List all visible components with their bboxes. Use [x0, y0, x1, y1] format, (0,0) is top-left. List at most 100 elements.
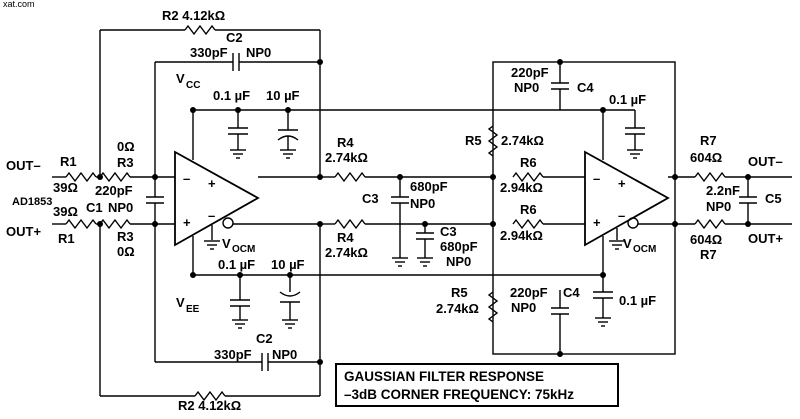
r4-c3-network [320, 171, 495, 267]
label-r4-top-val: 2.74kΩ [325, 150, 368, 165]
label-r5-top-val: 2.74kΩ [501, 133, 544, 148]
label-c5-val: 2.2nF [706, 183, 740, 198]
label-amp1-plus-a: + [208, 176, 216, 191]
label-part: AD1853 [12, 196, 52, 208]
label-r7-bot-val: 604Ω [690, 232, 722, 247]
amplifier-2 [584, 107, 695, 327]
label-c1-name: C1 [86, 200, 103, 215]
vcc-rail [190, 107, 595, 159]
caption-line1: GAUSSIAN FILTER RESPONSE [344, 369, 544, 384]
r6-top-resistor [512, 171, 544, 183]
label-c2-top-type: NP0 [246, 45, 271, 60]
label-out-minus-left: OUT– [6, 158, 41, 173]
label-r1-top-val: 39Ω [53, 180, 78, 195]
label-r5-bot-val: 2.74kΩ [436, 301, 479, 316]
label-r3-bot-val: 0Ω [117, 244, 135, 259]
label-out-plus-right: OUT+ [748, 231, 783, 246]
label-c4-top-val: 220pF [511, 65, 549, 80]
r3-top-resistor [99, 171, 131, 183]
label-r3-top-val: 0Ω [117, 139, 135, 154]
label-r3-top: R3 [117, 155, 134, 170]
label-c2-top-name: C2 [226, 30, 243, 45]
label-vee-v: V [176, 295, 185, 310]
caption-box [335, 363, 619, 407]
watermark: xat.com [3, 0, 35, 9]
label-r7-top-val: 604Ω [690, 150, 722, 165]
label-out-plus-left: OUT+ [6, 224, 41, 239]
output-network [694, 171, 792, 230]
c2-feedback [154, 53, 323, 371]
r2-top-resistor [184, 24, 216, 36]
r7-top-resistor [694, 171, 726, 183]
label-amp2-minus: – [593, 171, 600, 186]
label-r2-bot: R2 4.12kΩ [178, 398, 241, 413]
label-vocm2-v: V [623, 236, 632, 251]
r2-feedback [99, 24, 321, 402]
label-c3-mid-type: NP0 [410, 196, 435, 211]
label-amp1-minus-b: – [208, 208, 215, 223]
label-r6-bot-val: 2.94kΩ [500, 228, 543, 243]
amplifier-1 [174, 110, 323, 275]
label-amp1-plus: + [183, 215, 191, 230]
label-c2-bot-val: 330pF [214, 347, 252, 362]
label-out-minus-right: OUT– [748, 154, 783, 169]
r1-bottom-resistor [65, 218, 97, 230]
label-amp2-plus: + [593, 215, 601, 230]
label-c2-bot-type: NP0 [272, 347, 297, 362]
r3-bottom-resistor [99, 218, 131, 230]
label-c4-top: C4 [577, 80, 594, 95]
label-amp2-minus-b: – [618, 208, 625, 223]
label-r6-top-val: 2.94kΩ [500, 180, 543, 195]
caption-line2: –3dB CORNER FREQUENCY: 75kHz [344, 387, 574, 402]
r4-bottom-resistor [334, 218, 366, 230]
label-c3-mid: C3 [362, 191, 379, 206]
label-c5-type: NP0 [706, 199, 731, 214]
label-vocm1-v: V [222, 236, 231, 251]
label-r1-bot-val: 39Ω [53, 204, 78, 219]
r5-bottom-resistor [487, 291, 499, 323]
label-r6-bot: R6 [520, 202, 537, 217]
r6-bottom-resistor [512, 218, 544, 230]
label-c2-bot-name: C2 [256, 331, 273, 346]
r7-bottom-resistor [694, 218, 726, 230]
label-r1-top: R1 [60, 154, 77, 169]
label-r5-bot: R5 [451, 285, 468, 300]
stage2-feedback [487, 59, 676, 357]
label-vcc-v: V [176, 71, 185, 86]
label-c3-low: C3 [440, 224, 457, 239]
label-cap-10-top: 10 µF [266, 88, 300, 103]
vee-rail [190, 272, 600, 329]
label-c4-top-type: NP0 [514, 80, 539, 95]
label-cap-10-bot: 10 µF [271, 257, 305, 272]
label-c4-bot-type: NP0 [511, 300, 536, 315]
r2-bottom-resistor [194, 390, 226, 402]
label-r4-bot: R4 [337, 230, 354, 245]
label-c5-name: C5 [765, 191, 782, 206]
label-amp2-plus-a: + [618, 176, 626, 191]
label-c3-low-val: 680pF [440, 239, 478, 254]
label-r4-top: R4 [337, 135, 354, 150]
label-vee-sub: EE [186, 304, 200, 315]
label-r5-top: R5 [465, 133, 482, 148]
label-amp1-minus: – [183, 171, 190, 186]
label-cap-01-right-bot: 0.1 µF [619, 293, 656, 308]
label-vocm2-sub: OCM [633, 244, 656, 255]
label-c4-bot-val: 220pF [510, 285, 548, 300]
r5-top-resistor [487, 125, 499, 157]
label-r4-bot-val: 2.74kΩ [325, 245, 368, 260]
label-c1-type: NP0 [108, 200, 133, 215]
label-cap-01-right-top: 0.1 µF [609, 92, 646, 107]
label-vcc-sub: CC [186, 80, 200, 91]
label-r6-top: R6 [520, 155, 537, 170]
r4-top-resistor [334, 171, 366, 183]
label-cap-01-bot: 0.1 µF [218, 257, 255, 272]
label-r7-bot: R7 [700, 247, 717, 262]
label-r3-bot: R3 [117, 229, 134, 244]
r1-top-resistor [65, 171, 97, 183]
label-r2-top: R2 4.12kΩ [162, 8, 225, 23]
label-c1-val: 220pF [95, 183, 133, 198]
label-r1-bot: R1 [58, 231, 75, 246]
label-c2-top-val: 330pF [190, 45, 228, 60]
label-c3-low-type: NP0 [446, 254, 471, 269]
